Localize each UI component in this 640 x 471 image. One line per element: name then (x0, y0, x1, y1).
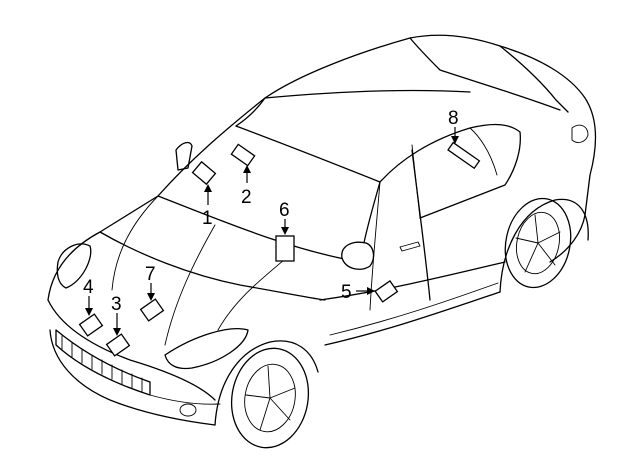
callout-numbers: 1 2 3 4 5 6 7 8 (83, 108, 459, 315)
label-7-marker (139, 298, 165, 322)
callout-arrows (85, 127, 459, 336)
label-8-marker (447, 141, 481, 170)
callout-4: 4 (83, 277, 94, 298)
callout-8: 8 (448, 108, 459, 129)
callout-7: 7 (145, 264, 156, 285)
label-6-marker (275, 235, 295, 262)
label-4-marker (78, 313, 104, 337)
callout-5: 5 (341, 282, 352, 303)
label-5-marker (374, 280, 399, 303)
callout-1: 1 (202, 208, 213, 229)
callout-6: 6 (279, 200, 290, 221)
label-locations (78, 141, 481, 357)
label-2-marker (230, 143, 256, 167)
callout-3: 3 (111, 294, 122, 315)
label-1-marker (191, 160, 217, 186)
label-3-marker (105, 333, 131, 357)
callout-2: 2 (241, 187, 252, 208)
car-line-art (47, 34, 597, 449)
